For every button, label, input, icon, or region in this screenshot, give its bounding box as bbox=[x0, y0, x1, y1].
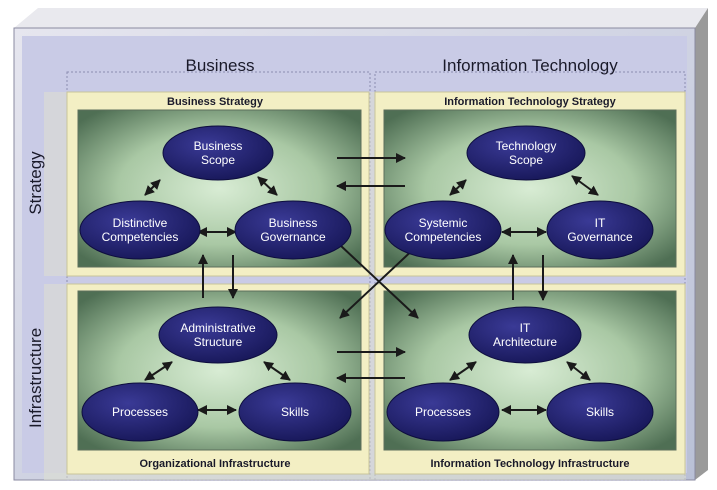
node-it-processes bbox=[386, 382, 500, 442]
arrow-arch-processes bbox=[449, 361, 477, 381]
arrow-diagonal-down-left bbox=[339, 244, 419, 319]
node-it-governance bbox=[546, 200, 654, 260]
row-header-strategy: Strategy bbox=[26, 151, 45, 215]
column-header-business: Business bbox=[185, 56, 255, 75]
frame-side-face bbox=[695, 8, 708, 480]
arrow-arch-skills bbox=[566, 361, 591, 381]
node-org-processes bbox=[81, 382, 199, 442]
section-business-strategy: Business Strategy bbox=[167, 96, 263, 108]
node-business-governance bbox=[234, 200, 352, 260]
section-it-strategy: Information Technology Strategy bbox=[444, 96, 616, 108]
node-technology-scope bbox=[466, 125, 586, 181]
frame-top-face bbox=[14, 8, 708, 28]
node-org-skills bbox=[238, 382, 352, 442]
node-administrative-structure bbox=[158, 306, 278, 364]
node-it-skills bbox=[546, 382, 654, 442]
arrow-scope-governance bbox=[257, 176, 278, 196]
row-header-infrastructure: Infrastructure bbox=[26, 327, 45, 428]
section-org-infrastructure: Organizational Infrastructure bbox=[139, 458, 291, 470]
node-distinctive-competencies bbox=[79, 200, 201, 260]
node-it-architecture bbox=[468, 306, 582, 364]
arrow-techscope-itgov bbox=[571, 175, 599, 196]
column-header-it: Information Technology bbox=[442, 56, 618, 75]
arrow-admin-processes bbox=[144, 361, 173, 381]
node-systemic-competencies bbox=[384, 200, 502, 260]
arrow-scope-competencies bbox=[144, 179, 161, 196]
arrow-techscope-systemic bbox=[449, 179, 467, 196]
section-it-infrastructure: Information Technology Infrastructure bbox=[430, 458, 630, 470]
arrow-admin-skills bbox=[263, 361, 291, 381]
node-business-scope bbox=[162, 125, 274, 181]
